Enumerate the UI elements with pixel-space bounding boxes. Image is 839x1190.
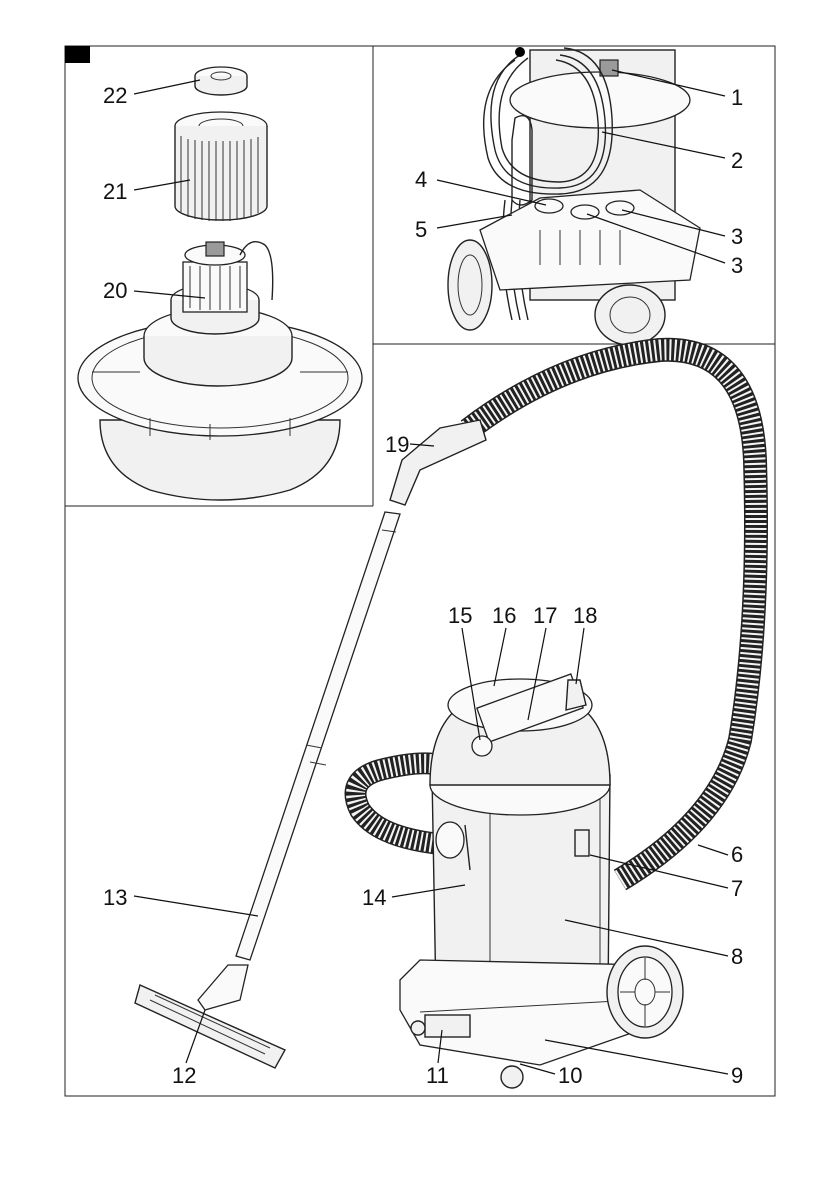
leader-13 xyxy=(134,896,258,916)
callout-15: 15 xyxy=(448,603,472,628)
callout-19: 19 xyxy=(385,432,409,457)
callout-3b: 3 xyxy=(731,253,743,278)
callout-16: 16 xyxy=(492,603,516,628)
callout-22: 22 xyxy=(103,83,127,108)
leader-16 xyxy=(494,628,506,686)
callout-7: 7 xyxy=(731,876,743,901)
callout-2: 2 xyxy=(731,148,743,173)
leader-22 xyxy=(134,80,200,94)
leader-6 xyxy=(698,845,728,855)
callout-8: 8 xyxy=(731,944,743,969)
callout-1: 1 xyxy=(731,85,743,110)
callout-21: 21 xyxy=(103,179,127,204)
callout-18: 18 xyxy=(573,603,597,628)
callout-10: 10 xyxy=(558,1063,582,1088)
callout-17: 17 xyxy=(533,603,557,628)
corner-marker xyxy=(65,46,90,63)
callout-13: 13 xyxy=(103,885,127,910)
callout-4: 4 xyxy=(415,167,427,192)
callout-6: 6 xyxy=(731,842,743,867)
callout-9: 9 xyxy=(731,1063,743,1088)
callout-20: 20 xyxy=(103,278,127,303)
leader-18 xyxy=(576,628,584,684)
leader-10 xyxy=(520,1064,555,1074)
callout-11: 11 xyxy=(426,1063,449,1088)
closeup-illustration xyxy=(448,47,700,345)
cartridge-filter-part xyxy=(175,112,267,221)
filter-cap-part xyxy=(195,67,247,95)
callout-5: 5 xyxy=(415,217,427,242)
callout-3a: 3 xyxy=(731,224,743,249)
callout-12: 12 xyxy=(172,1063,196,1088)
callout-14: 14 xyxy=(362,885,386,910)
